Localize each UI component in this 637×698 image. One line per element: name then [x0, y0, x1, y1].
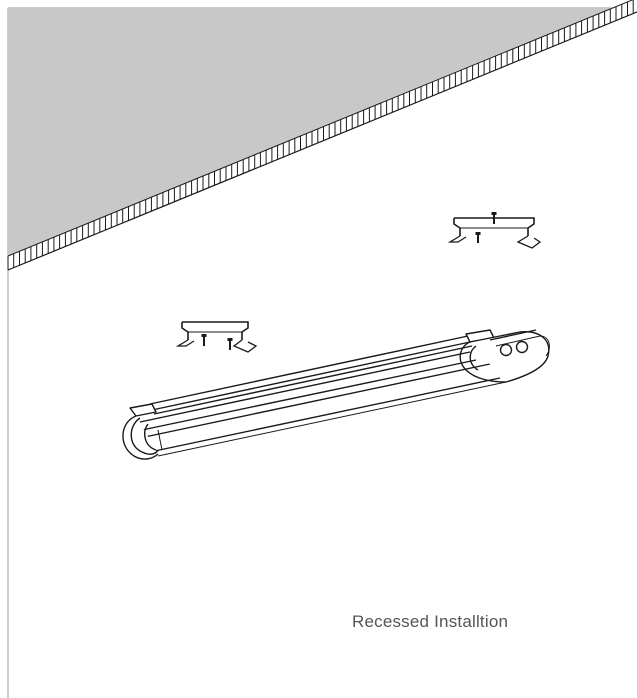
screw-right-a: [491, 212, 497, 224]
led-tube-fixture: [122, 329, 550, 460]
caption-recessed-installation: Recessed Installtion: [352, 612, 509, 631]
screw-left-b: [227, 338, 233, 350]
screw-right-b: [475, 232, 481, 243]
mounting-bracket-right: [447, 217, 542, 249]
mounting-bracket-left: [175, 321, 258, 353]
screw-left-a: [201, 334, 207, 346]
ceiling-edge-hatch: [7, 0, 637, 271]
